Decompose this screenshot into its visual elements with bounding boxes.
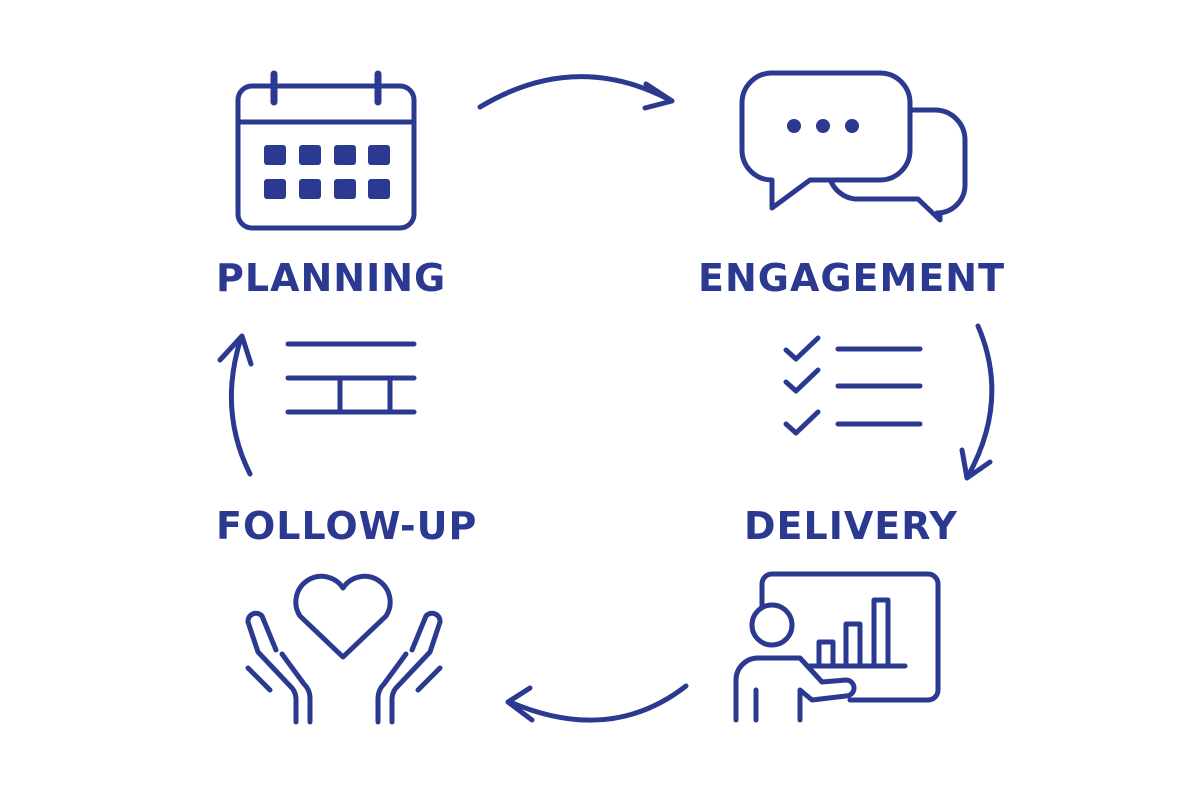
arrow-up-curved-icon	[217, 333, 254, 477]
arrow-down-curved-icon	[959, 323, 995, 481]
table-lines-icon	[285, 341, 417, 415]
chat-bubbles-icon	[739, 70, 968, 223]
calendar-icon	[235, 70, 417, 231]
step-label-delivery: DELIVERY	[744, 504, 958, 548]
arrow-left-curved-icon	[505, 683, 689, 723]
presenter-chart-icon	[733, 571, 941, 723]
step-label-follow-up: FOLLOW-UP	[216, 504, 478, 548]
step-label-engagement: ENGAGEMENT	[698, 256, 1006, 300]
checklist-icon	[783, 335, 923, 436]
heart-hands-icon	[245, 573, 443, 725]
arrow-right-curved-icon	[477, 74, 675, 111]
step-label-planning: PLANNING	[216, 256, 447, 300]
